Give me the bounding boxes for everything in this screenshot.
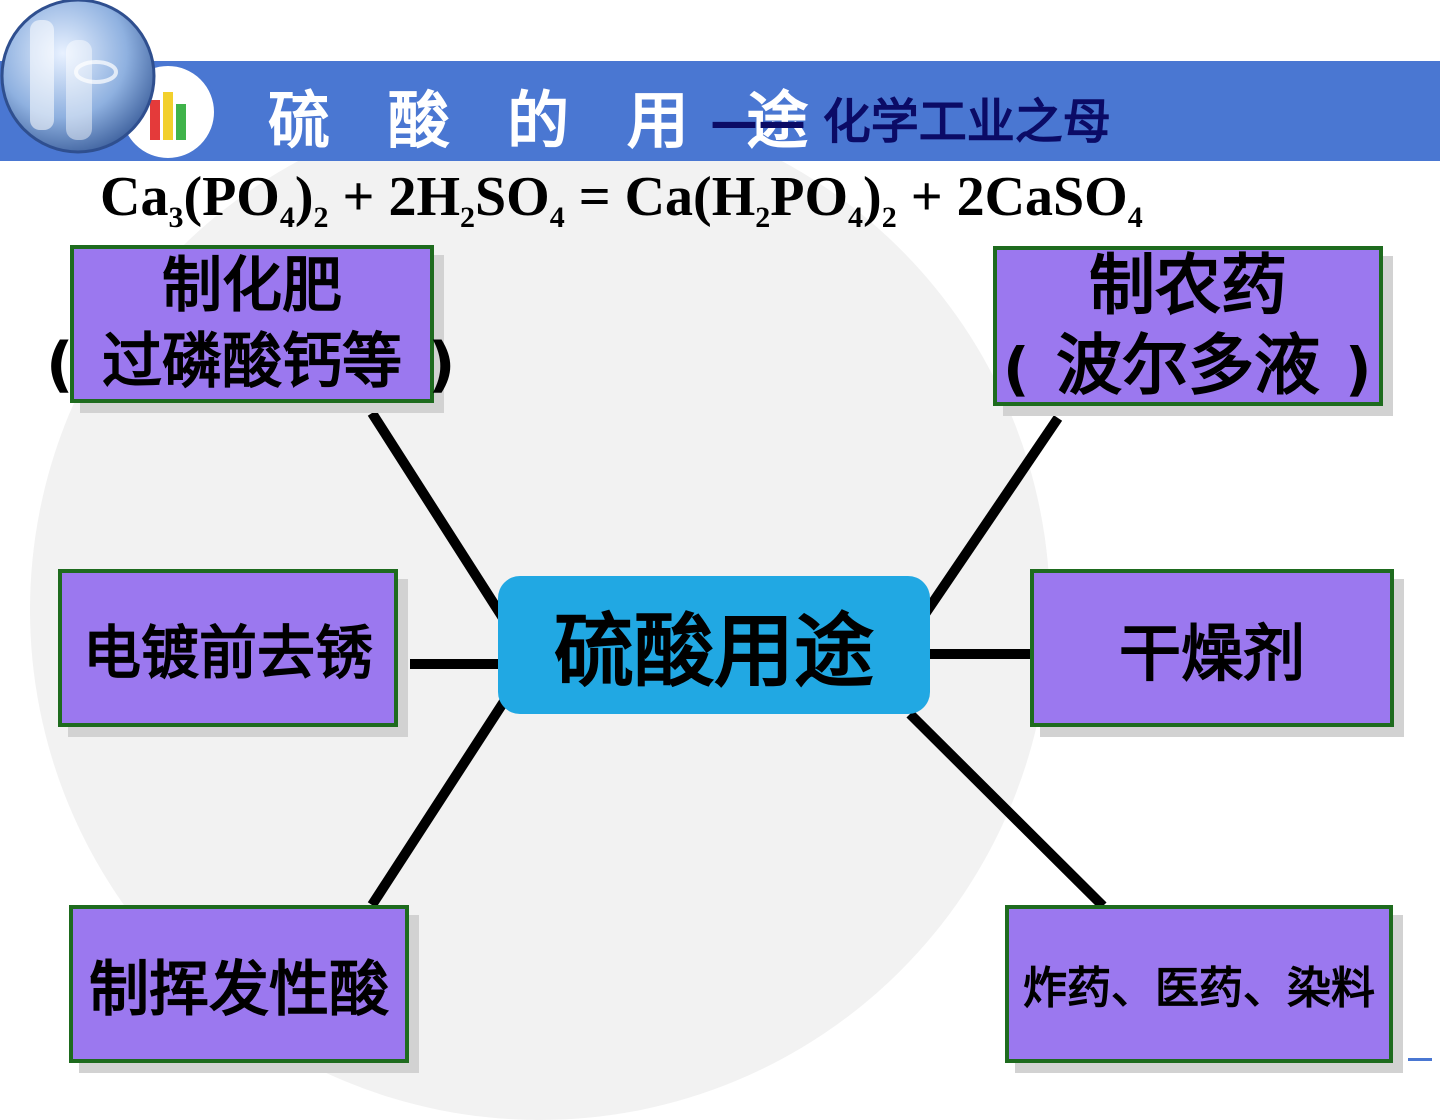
equation-part: = Ca(H: [564, 166, 756, 228]
use-desiccant-label: 干燥剂: [1118, 617, 1305, 690]
equation-subscript: 2: [881, 201, 897, 235]
equation-part: ): [863, 166, 882, 228]
use-explosives-label: 炸药、医药、染料: [1023, 963, 1375, 1014]
equation-subscript: 2: [755, 201, 771, 235]
equation-subscript: 2: [313, 201, 329, 235]
chemical-equation: Ca3(PO4)2 + 2H2SO4 = Ca(H2PO4)2 + 2CaSO4: [100, 165, 1143, 235]
use-volatile-acid-box: 制挥发性酸: [69, 905, 409, 1063]
use-rust-removal-box: 电镀前去锈: [58, 569, 398, 727]
use-rust-removal-label: 电镀前去锈: [82, 619, 373, 687]
connector-lines: [367, 410, 1107, 910]
use-volatile-acid-label: 制挥发性酸: [89, 954, 389, 1025]
use-fertilizer-detail: 过磷酸钙等: [102, 327, 402, 397]
page-subtitle: —— 化学工业之母: [710, 94, 1111, 150]
center-label: 硫酸用途: [554, 605, 874, 698]
equation-subscript: 2: [460, 201, 475, 235]
open-paren: (: [46, 330, 74, 400]
equation-subscript: 4: [279, 201, 295, 235]
connector-bottom-right: [906, 710, 1107, 910]
equation-part: Ca: [100, 166, 169, 228]
equation-subscript: 4: [1127, 201, 1143, 235]
title-banner: [0, 61, 1440, 161]
equation-subscript: 3: [168, 201, 184, 235]
equation-part: + 2CaSO: [896, 166, 1128, 228]
equation-part: (PO: [183, 166, 280, 228]
connector-bottom-left: [367, 697, 510, 908]
center-node: 硫酸用途: [498, 576, 930, 714]
equation-part: SO: [475, 166, 550, 228]
open-paren: (: [1003, 335, 1030, 403]
use-explosives-box: 炸药、医药、染料: [1005, 905, 1393, 1063]
close-paren: ): [428, 330, 456, 400]
use-pesticide-box: 制农药 波尔多液: [993, 246, 1383, 406]
use-pesticide-detail: 波尔多液: [1056, 327, 1320, 404]
equation-part: + 2H: [328, 166, 460, 228]
use-fertilizer-box: 制化肥 过磷酸钙等: [70, 245, 434, 403]
use-desiccant-box: 干燥剂: [1030, 569, 1394, 727]
equation-subscript: 4: [848, 201, 864, 235]
equation-part: ): [294, 166, 314, 228]
page-title: 硫 酸 的 用 途: [268, 84, 827, 157]
close-paren: ): [1345, 335, 1372, 403]
connector-top-left: [367, 410, 508, 621]
use-fertilizer-title: 制化肥: [162, 251, 342, 321]
use-pesticide-title: 制农药: [1089, 247, 1287, 324]
equation-part: PO: [770, 166, 849, 228]
equation-subscript: 4: [549, 201, 565, 235]
connector-top-right: [918, 415, 1063, 620]
lab-glassware-icon: [0, 0, 218, 160]
corner-mark: [1408, 1058, 1432, 1061]
